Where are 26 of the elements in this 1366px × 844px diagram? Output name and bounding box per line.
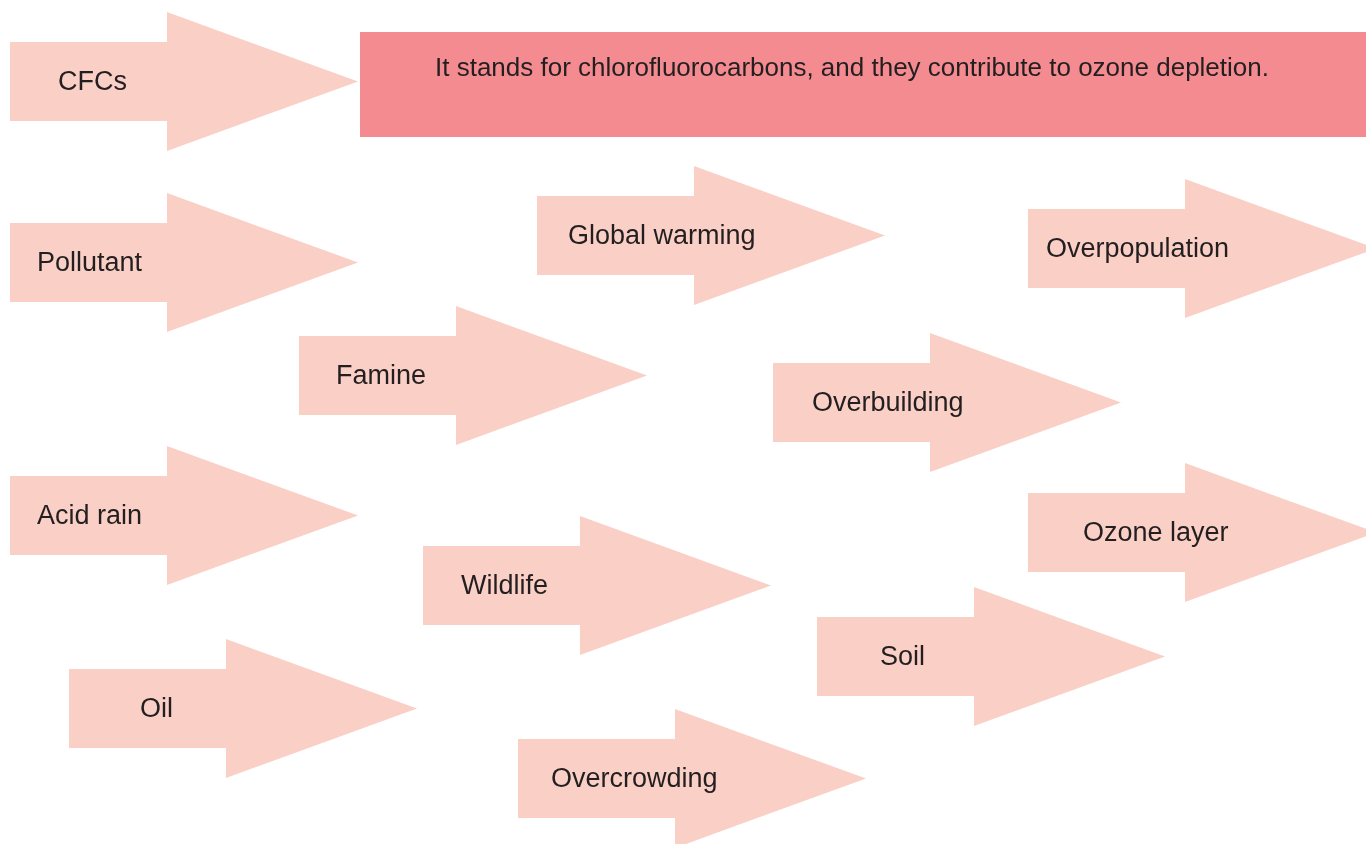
- definition-banner: [360, 32, 1366, 137]
- arrow-label: CFCs: [58, 68, 127, 95]
- arrow-shape: [423, 516, 771, 655]
- arrow-shape: [10, 446, 358, 585]
- arrow-shape: [1028, 463, 1366, 602]
- definition-text: It stands for chlorofluorocarbons, and they contribute to ozone depletion.: [435, 51, 1270, 84]
- arrow-shape: [299, 306, 647, 445]
- arrow-shape: [537, 166, 885, 305]
- arrow-shape: [518, 709, 866, 844]
- arrow-label: Acid rain: [37, 502, 143, 529]
- arrow-label: Wildlife: [461, 572, 548, 599]
- arrow-label: Soil: [880, 643, 926, 670]
- arrow-label: Global warming: [568, 222, 756, 249]
- arrow-label: Pollutant: [37, 249, 143, 276]
- arrow-label: Overbuilding: [812, 389, 964, 416]
- arrow-label: Oil: [140, 695, 173, 722]
- arrow-shape: [817, 587, 1165, 726]
- arrow-label: Overcrowding: [551, 765, 718, 792]
- arrow-shape: [10, 12, 358, 151]
- arrow-label: Ozone layer: [1083, 519, 1229, 546]
- arrow-label: Famine: [336, 362, 427, 389]
- arrow-shape: [773, 333, 1121, 472]
- arrow-label: Overpopulation: [1046, 235, 1230, 262]
- arrow-shape: [10, 193, 358, 332]
- arrow-shape: [1028, 179, 1366, 318]
- arrow-shape: [69, 639, 417, 778]
